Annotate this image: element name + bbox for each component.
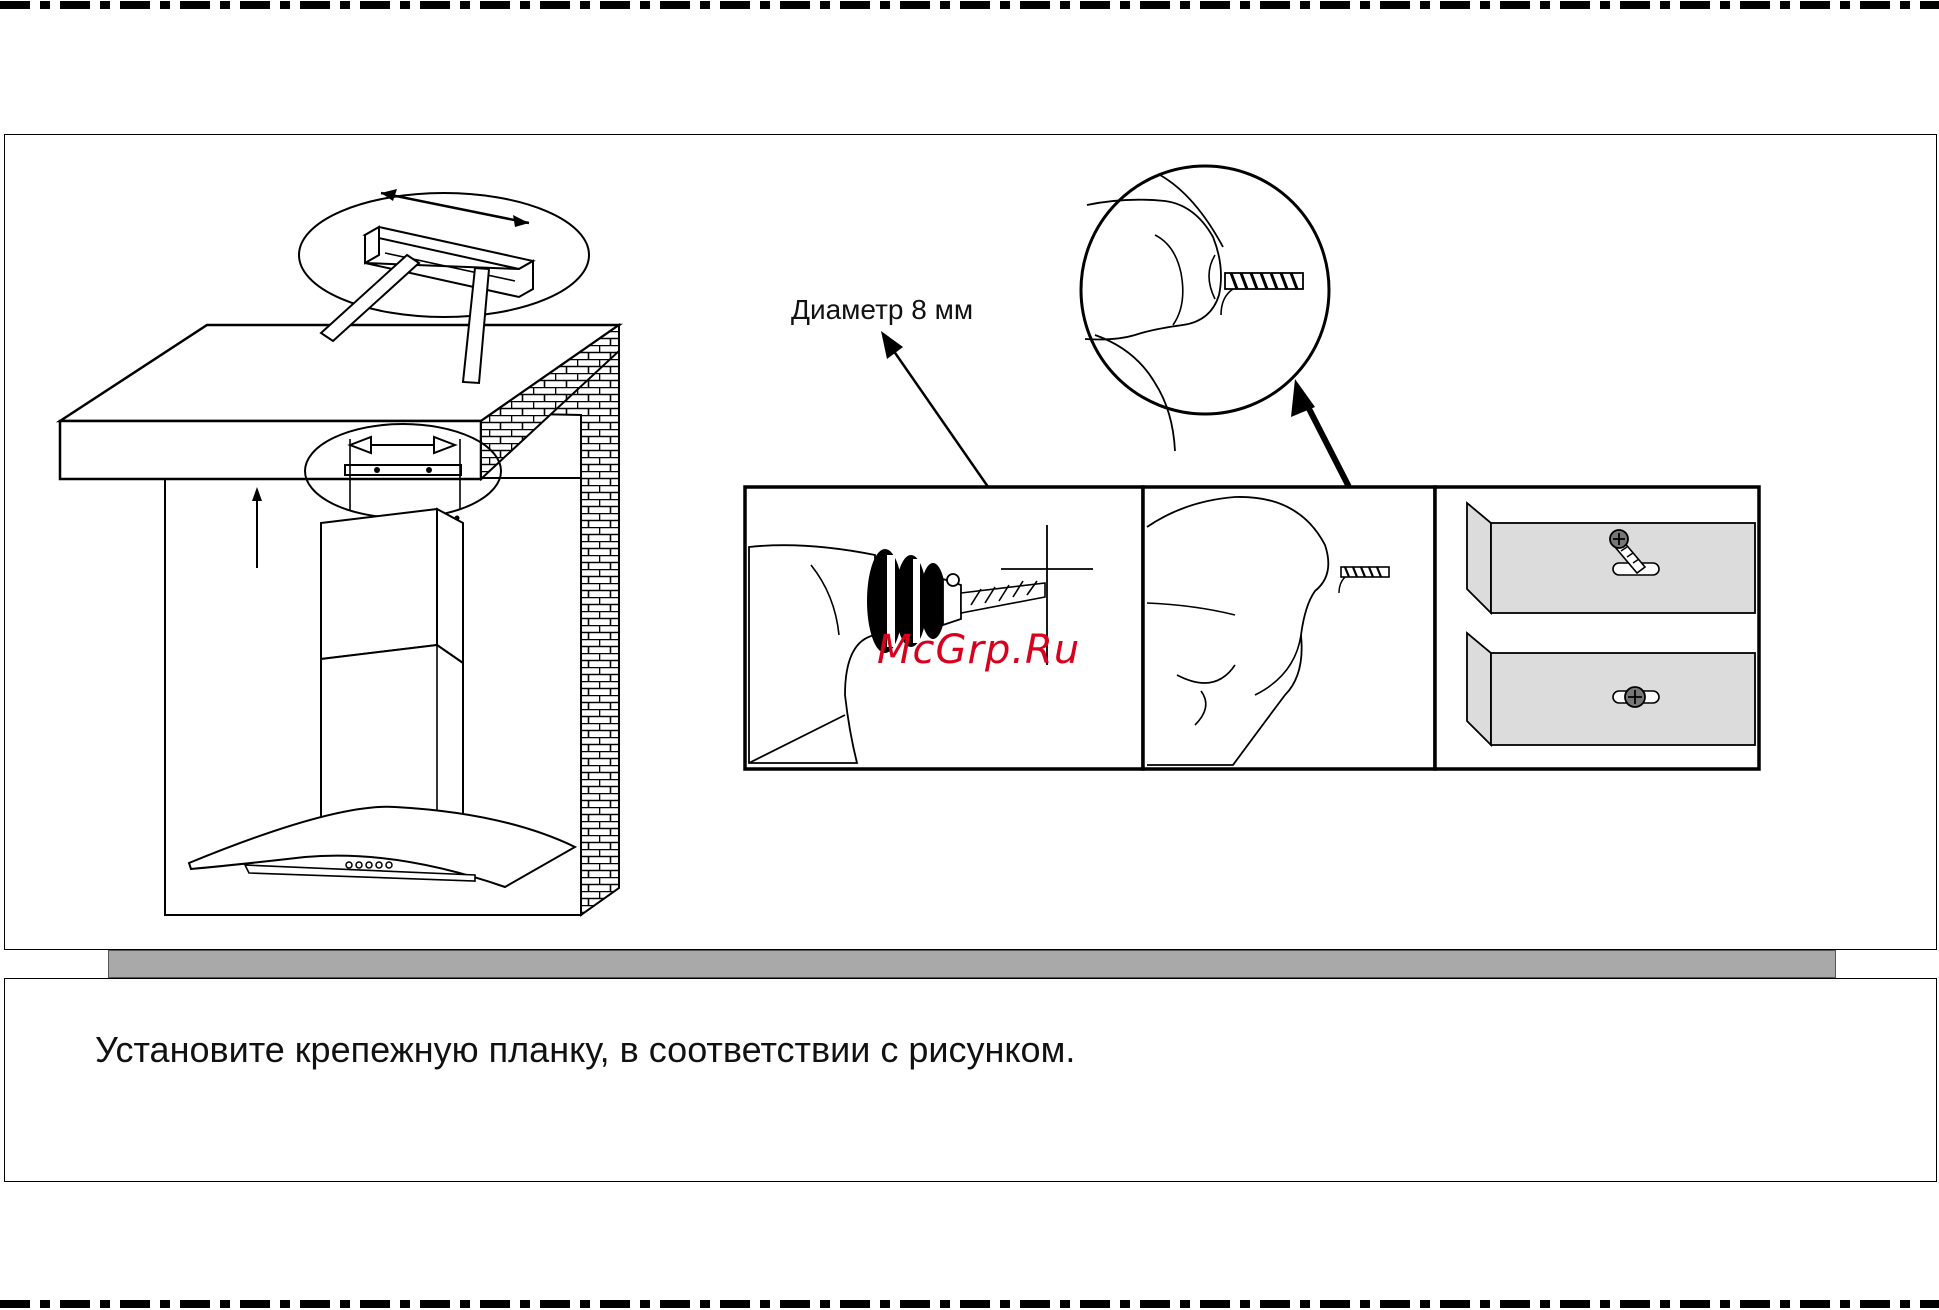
figure-panel: Диаметр 8 мм	[4, 134, 1937, 950]
watermark: McGrp.Ru	[877, 627, 1080, 673]
screw-head-icon	[1625, 687, 1645, 707]
anchor-detail-circle	[1081, 166, 1329, 414]
caption-panel: Установите крепежную планку, в соответст…	[4, 978, 1937, 1182]
installation-diagram: Диаметр 8 мм	[5, 135, 1938, 951]
drill-diameter-label: Диаметр 8 мм	[791, 294, 973, 325]
instruction-caption: Установите крепежную планку, в соответст…	[95, 1029, 1075, 1071]
mounting-bracket-detail-upper	[299, 193, 589, 317]
divider-bar	[108, 950, 1836, 978]
bottom-dashed-rule	[0, 1298, 1939, 1310]
hood-installation-illustration	[60, 189, 619, 915]
top-dashed-rule	[0, 0, 1939, 12]
drilling-steps-illustration: Диаметр 8 мм	[745, 166, 1759, 769]
hood-chimney	[321, 509, 463, 835]
